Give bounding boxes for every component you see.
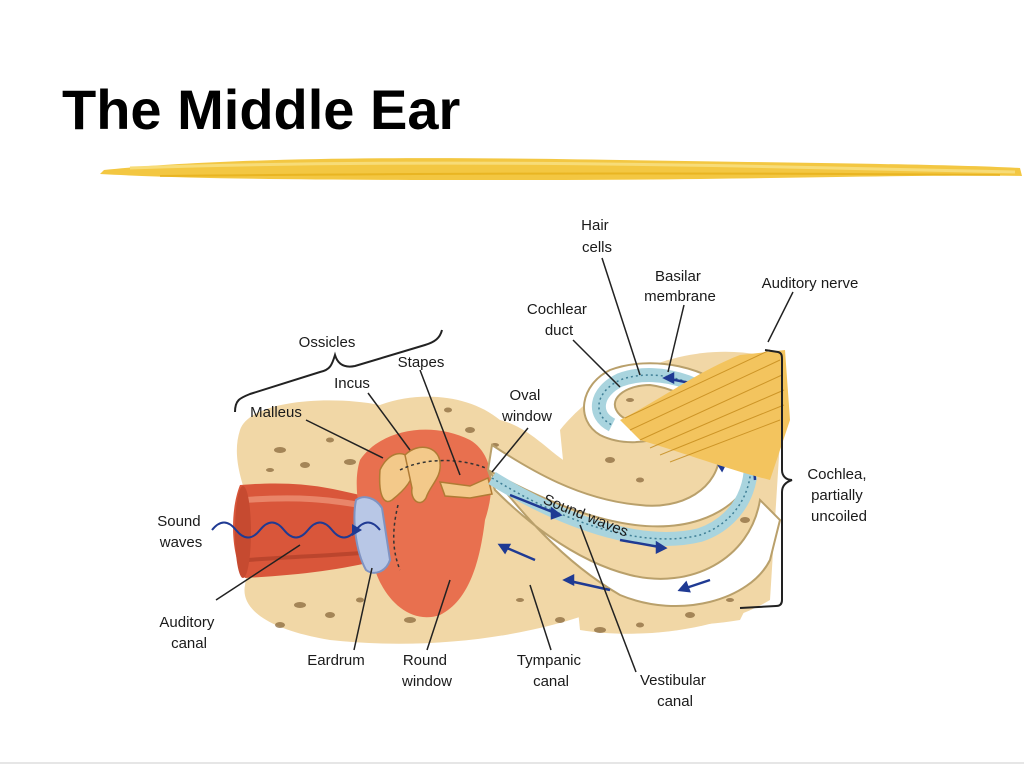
ossicles-bracket: [234, 329, 443, 413]
label-vestibular-canal: Vestibular canal: [640, 672, 710, 710]
cochlea-bracket: [739, 349, 793, 609]
label-stapes: Stapes: [398, 354, 445, 371]
label-hair-cells: Hair cells: [581, 217, 613, 256]
label-auditory-nerve: Auditory nerve: [762, 275, 859, 292]
middle-ear-diagram: Hair cells Basilar membrane Auditory ner…: [157, 217, 870, 710]
label-cochlear-duct: Cochlear duct: [527, 301, 591, 339]
label-malleus: Malleus: [250, 404, 302, 421]
label-eardrum: Eardrum: [307, 652, 365, 669]
eardrum-shape: [353, 496, 392, 574]
leader-lines: [215, 257, 794, 673]
auditory-nerve-fibers: [620, 349, 790, 480]
label-tympanic-canal: Tympanic canal: [517, 652, 585, 690]
label-round-window: Round window: [401, 652, 452, 690]
label-basilar-membrane: Basilar membrane: [644, 268, 716, 305]
label-sound-waves: Sound waves: [157, 513, 205, 551]
label-auditory-canal: Auditory canal: [159, 614, 218, 652]
label-oval-window: Oval window: [501, 387, 552, 425]
label-cochlea: Cochlea, partially uncoiled: [807, 466, 870, 525]
footer-rule: [0, 762, 1024, 764]
slide-title: The Middle Ear: [62, 78, 461, 141]
label-incus: Incus: [334, 375, 370, 392]
title-underline: [100, 158, 1022, 180]
label-ossicles: Ossicles: [299, 334, 356, 351]
